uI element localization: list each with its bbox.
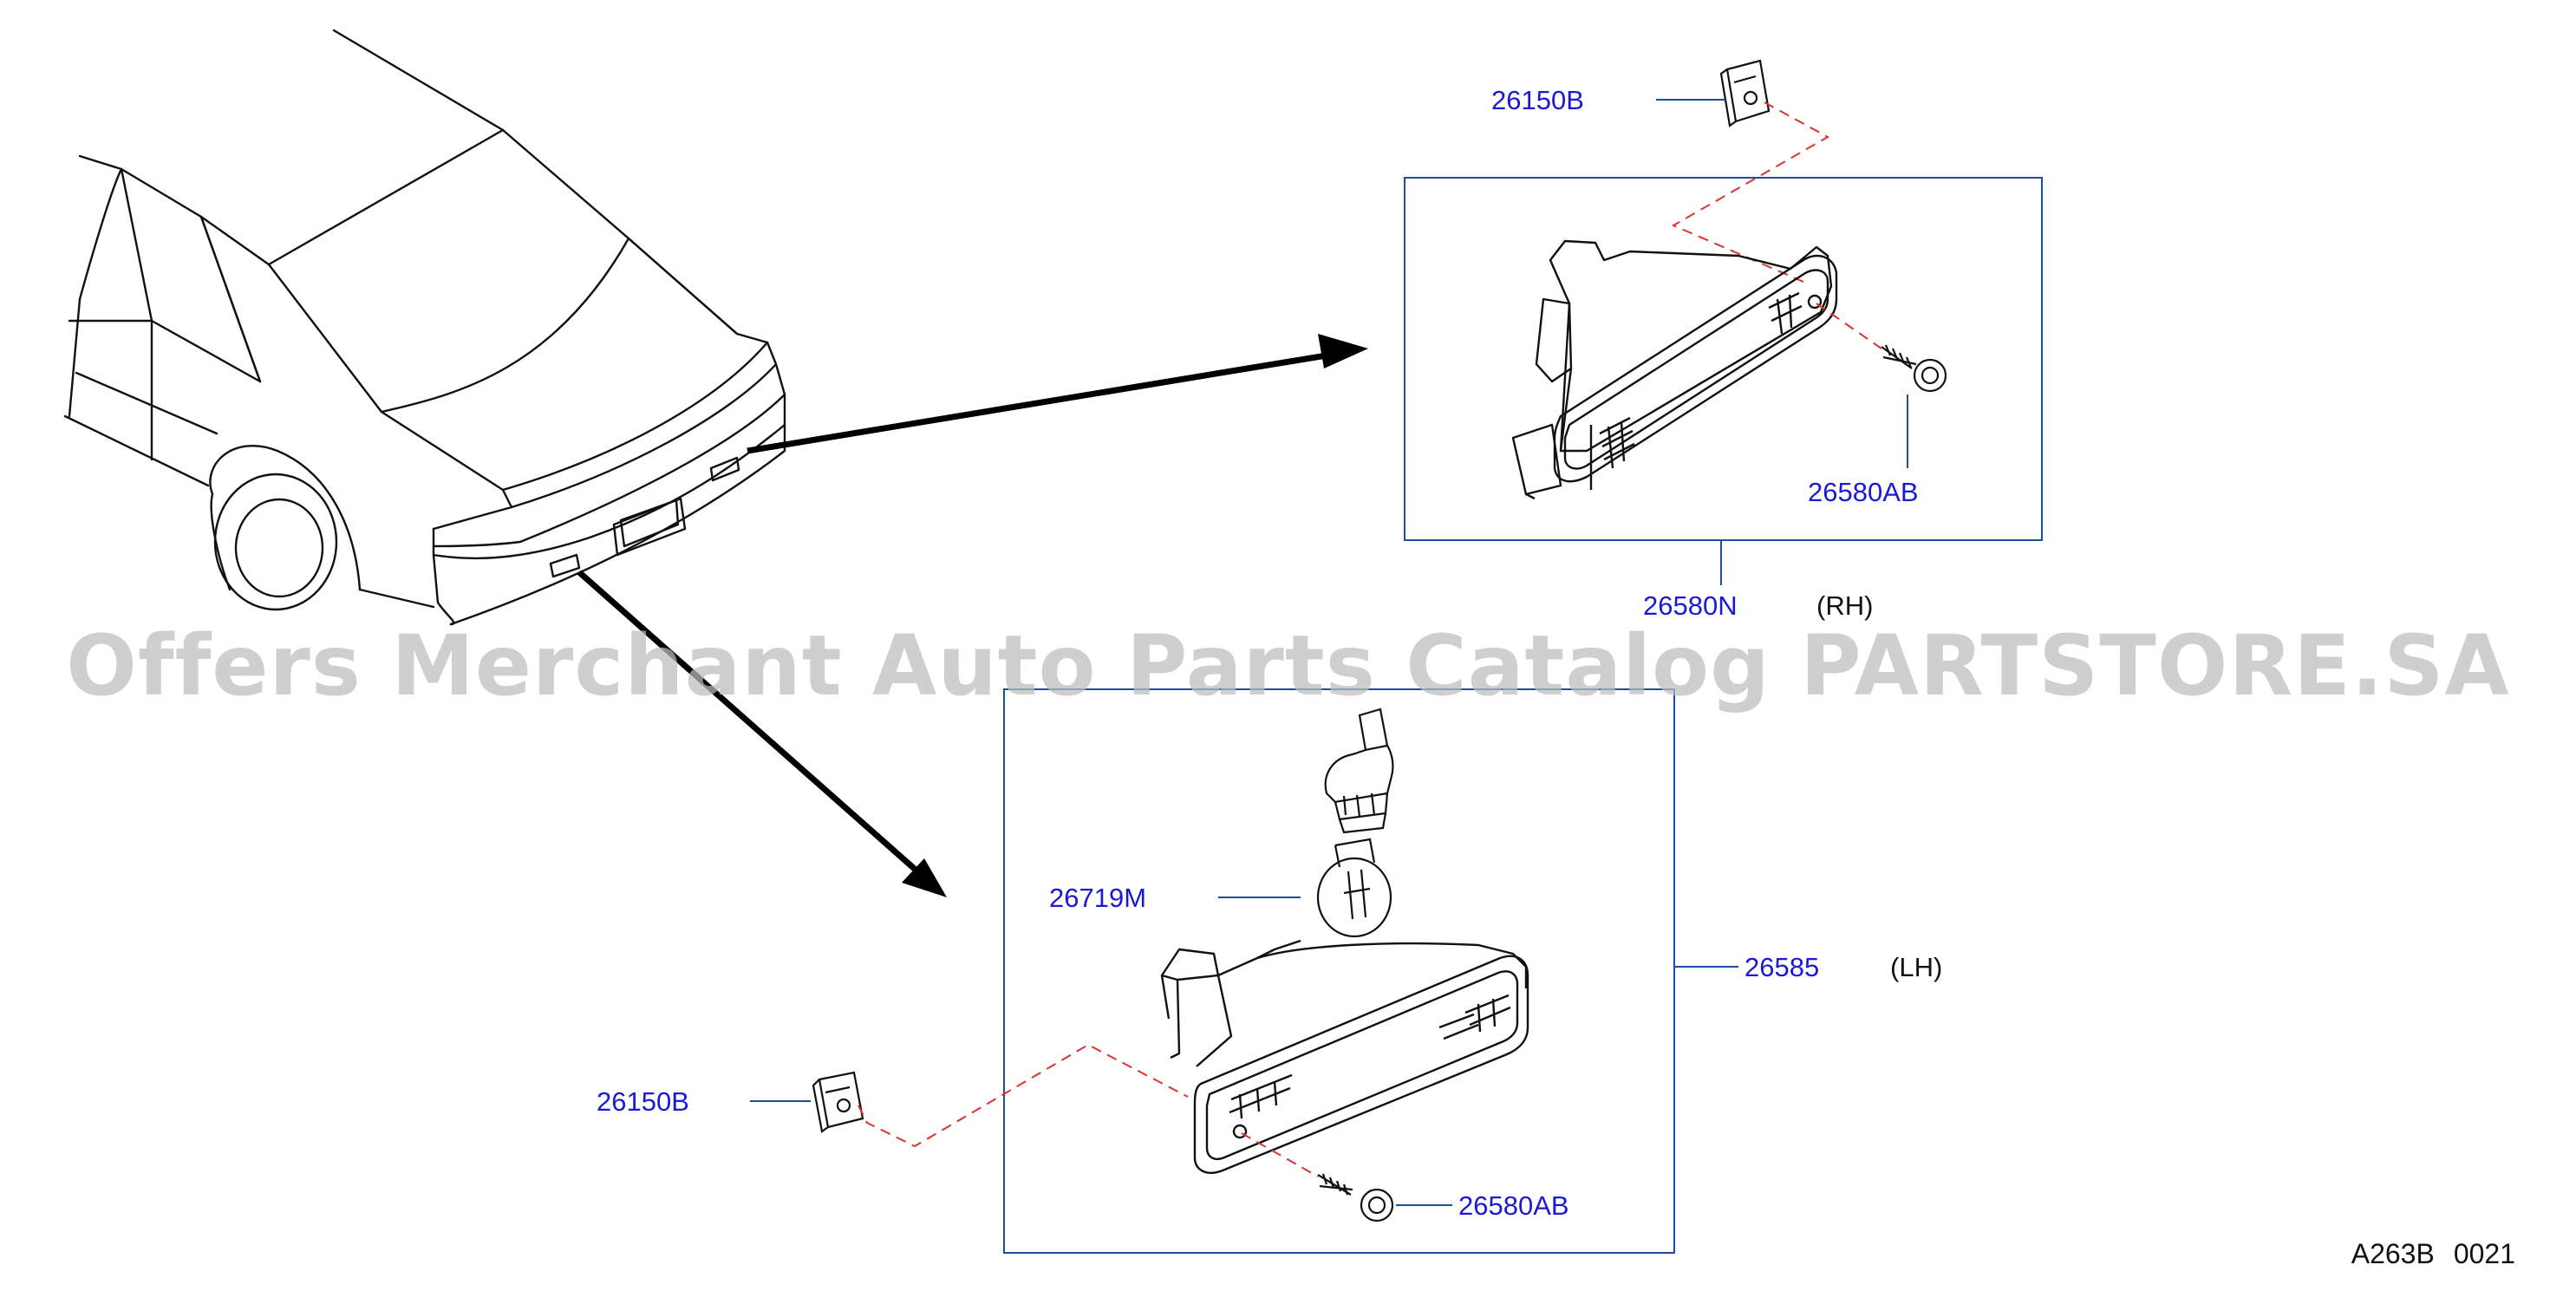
arrow-head-lh [902, 858, 947, 897]
diagram-code-part1: A263B [2351, 1238, 2435, 1269]
lh-assembly-frame [1003, 688, 1675, 1254]
clip-rh-dash [1671, 101, 1830, 283]
clip-lh-dash [858, 1043, 1189, 1148]
label-lamp-rh[interactable]: 26580N [1643, 590, 1738, 621]
car-illustration [63, 29, 786, 626]
clip-lh [812, 1071, 864, 1133]
label-clip-rh[interactable]: 26150B [1491, 85, 1584, 115]
label-lh-side: (LH) [1890, 952, 1943, 982]
watermark-text: Offers Merchant Auto Parts Catalog PARTS… [66, 617, 2510, 714]
pointer-arrows [577, 334, 1368, 897]
screw-rh-dash [1816, 303, 1882, 349]
screw-lh-dash [1241, 1132, 1319, 1177]
label-screw-rh[interactable]: 26580AB [1808, 477, 1919, 507]
label-lamp-lh[interactable]: 26585 [1745, 952, 1820, 982]
label-screw-lh[interactable]: 26580AB [1458, 1190, 1569, 1221]
label-bulb[interactable]: 26719M [1049, 883, 1147, 913]
screw-rh [1881, 344, 1947, 393]
arrow-to-rh [747, 348, 1353, 454]
diagram-code-part2: 0021 [2453, 1238, 2515, 1269]
screw-lh [1317, 1173, 1394, 1223]
lamp-rh [1511, 239, 1838, 500]
clip-rh [1719, 59, 1771, 127]
arrow-head-rh [1318, 334, 1368, 368]
rh-assembly-frame [1404, 177, 2043, 541]
bulb-socket [1324, 707, 1394, 834]
lamp-lh [1160, 939, 1529, 1174]
bulb [1316, 838, 1392, 938]
label-clip-lh[interactable]: 26150B [597, 1086, 689, 1117]
diagram-code: A263B 0021 [2351, 1238, 2515, 1270]
label-rh-side: (RH) [1816, 590, 1874, 621]
arrow-to-lh [577, 570, 935, 887]
